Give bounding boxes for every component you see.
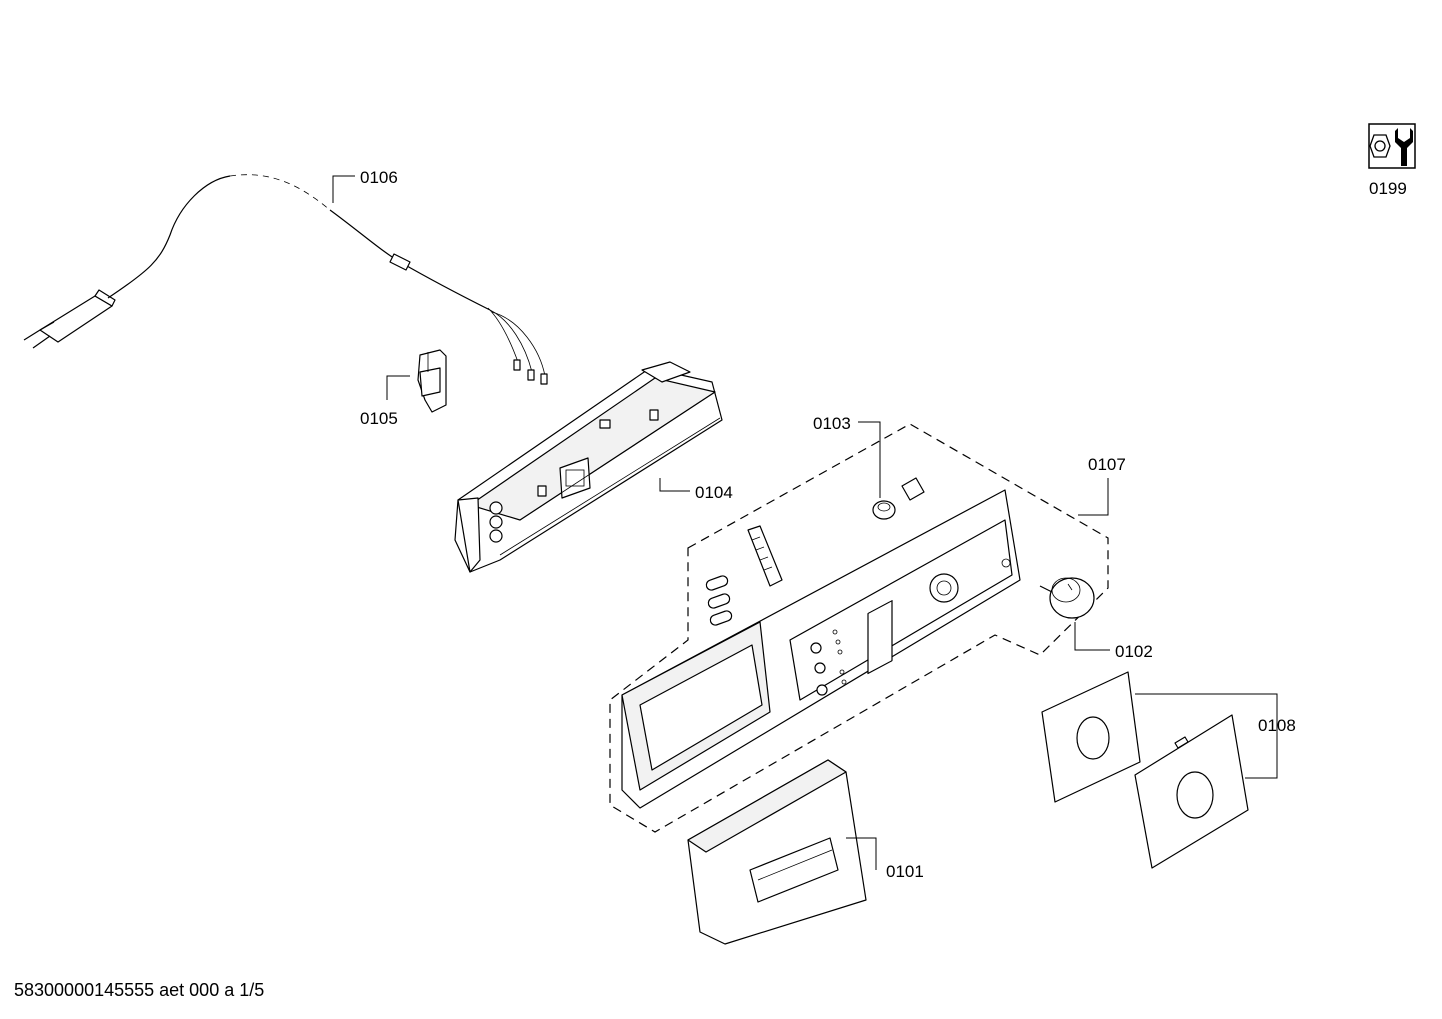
assembly-boundary-0107 bbox=[609, 423, 1109, 833]
program-knob-0102[interactable] bbox=[1039, 577, 1095, 619]
label-0103: 0103 bbox=[813, 414, 851, 433]
connector-0105[interactable] bbox=[417, 349, 447, 413]
button-cap-0103[interactable] bbox=[872, 477, 925, 520]
power-cord-0106[interactable] bbox=[23, 174, 548, 385]
detergent-drawer-0101[interactable] bbox=[687, 759, 867, 945]
label-0105: 0105 bbox=[360, 409, 398, 428]
label-0102: 0102 bbox=[1115, 642, 1153, 661]
document-footer-code: 58300000145555 aet 000 a 1/5 bbox=[14, 980, 265, 1000]
decor-panel-0108-b[interactable] bbox=[1134, 714, 1249, 869]
light-pipe-caps[interactable] bbox=[705, 575, 733, 627]
label-0106: 0106 bbox=[360, 168, 398, 187]
light-pipe-strip[interactable] bbox=[747, 525, 783, 587]
wrench-nut-icon bbox=[1368, 123, 1416, 169]
label-0199: 0199 bbox=[1369, 179, 1407, 198]
label-0104: 0104 bbox=[695, 483, 733, 502]
fascia-panel[interactable] bbox=[621, 489, 1021, 809]
control-module-0104[interactable] bbox=[454, 361, 723, 573]
decor-panel-0108-a[interactable] bbox=[1041, 671, 1141, 803]
label-0107: 0107 bbox=[1088, 455, 1126, 474]
label-0108: 0108 bbox=[1258, 716, 1296, 735]
label-0101: 0101 bbox=[886, 862, 924, 881]
